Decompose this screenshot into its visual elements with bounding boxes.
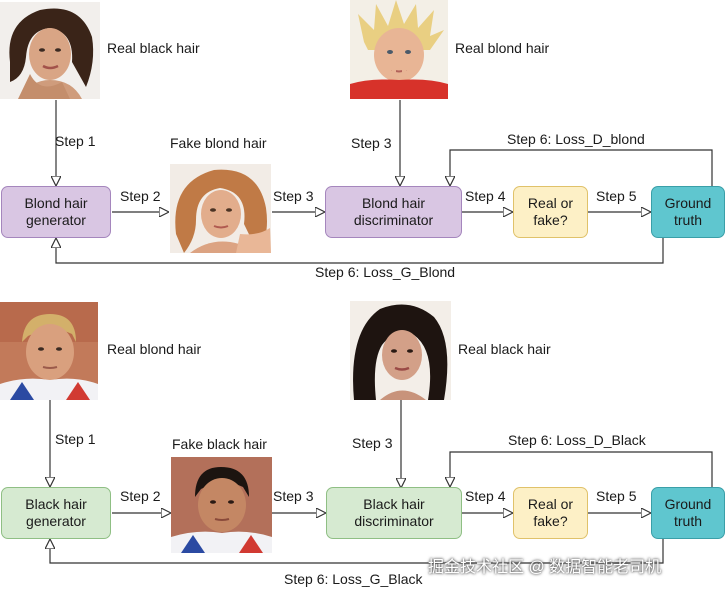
- photo-fake-black-hair-man: [171, 457, 272, 553]
- label-real-black-hair: Real black hair: [107, 40, 200, 56]
- step2-label-bottom: Step 2: [120, 488, 161, 504]
- loss-g-label-bottom: Step 6: Loss_G_Black: [284, 571, 423, 587]
- step4-label-top: Step 4: [465, 188, 506, 204]
- photo-real-black-hair-woman: [0, 2, 100, 99]
- arrow-loss-d-bottom: [450, 451, 713, 487]
- arrow-loss-d-top: [450, 149, 713, 186]
- real-or-fake-box-bottom: Real or fake?: [513, 487, 588, 539]
- label-real-black-hair-bottom: Real black hair: [458, 341, 551, 357]
- arrow-loss-g-bottom: [50, 539, 664, 564]
- watermark-text: 掘金技术社区 @ 数据智能老司机: [428, 559, 662, 576]
- step1-label-top: Step 1: [55, 133, 96, 149]
- label-fake-black-hair: Fake black hair: [172, 436, 267, 452]
- photo-real-blond-hair-boy: [350, 0, 448, 99]
- step2-label-top: Step 2: [120, 188, 161, 204]
- ground-truth-box-top: Ground truth: [651, 186, 725, 238]
- step3a-label-top: Step 3: [273, 188, 314, 204]
- ground-truth-box-bottom: Ground truth: [651, 487, 725, 539]
- black-hair-discriminator-box: Black hair discriminator: [326, 487, 462, 539]
- step5-label-bottom: Step 5: [596, 488, 637, 504]
- step4-label-bottom: Step 4: [465, 488, 506, 504]
- photo-fake-blond-hair-woman: [170, 164, 271, 253]
- step3b-label-top: Step 3: [351, 135, 392, 151]
- label-real-blond-hair-right: Real blond hair: [455, 40, 550, 56]
- step3a-label-bottom: Step 3: [273, 488, 314, 504]
- step1-label-bottom: Step 1: [55, 431, 96, 447]
- loss-g-label-top: Step 6: Loss_G_Blond: [315, 264, 456, 280]
- blond-hair-discriminator-box: Blond hair discriminator: [325, 186, 462, 238]
- step3b-label-bottom: Step 3: [352, 435, 393, 451]
- photo-real-black-hair-woman-bottom: [350, 301, 451, 400]
- loss-d-label-bottom: Step 6: Loss_D_Black: [508, 432, 646, 448]
- label-fake-blond-hair: Fake blond hair: [170, 135, 267, 151]
- step5-label-top: Step 5: [596, 188, 637, 204]
- arrow-loss-g-top: [56, 238, 664, 264]
- photo-real-blond-hair-man: [0, 302, 98, 400]
- label-real-blond-hair-bottom: Real blond hair: [107, 341, 202, 357]
- blond-hair-generator-box: Blond hair generator: [1, 186, 111, 238]
- real-or-fake-box-top: Real or fake?: [513, 186, 588, 238]
- loss-d-label-top: Step 6: Loss_D_blond: [507, 131, 645, 147]
- black-hair-generator-box: Black hair generator: [1, 487, 111, 539]
